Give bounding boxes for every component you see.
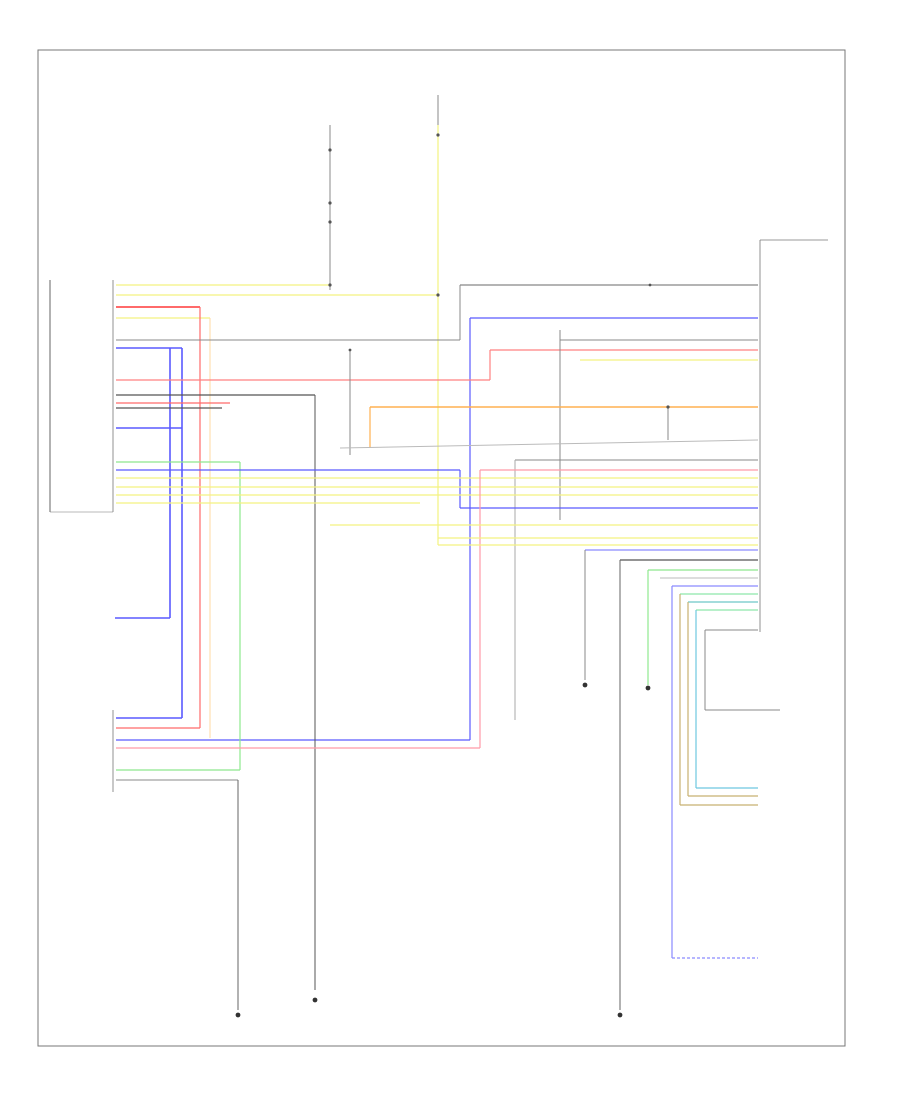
ground-points xyxy=(235,682,651,1018)
wire-bundle-lower-left xyxy=(116,469,758,509)
wire-dark-mid xyxy=(116,348,352,990)
wire-yellow-upper xyxy=(116,283,440,738)
wire-green xyxy=(116,461,241,771)
wire-red-main xyxy=(116,306,201,729)
wire-orange xyxy=(369,405,758,448)
wire-top-feed-left xyxy=(328,125,332,290)
wire-blue-left xyxy=(115,347,183,719)
connector-block-right xyxy=(759,239,828,632)
connector-block-upper-left xyxy=(49,280,114,513)
wire-harness-right-lower xyxy=(584,549,780,1010)
wire-blue-upper-right xyxy=(116,317,758,741)
wire-red-right xyxy=(116,330,758,520)
page-frame xyxy=(37,49,846,1047)
wire-yellow-lower xyxy=(330,524,758,546)
wire-pink-return xyxy=(116,469,758,749)
wire-top-feed-right xyxy=(436,95,440,545)
wire-gray-top xyxy=(116,283,758,341)
wire-gray-mid xyxy=(339,439,759,720)
wire-ground-left xyxy=(116,779,239,1010)
